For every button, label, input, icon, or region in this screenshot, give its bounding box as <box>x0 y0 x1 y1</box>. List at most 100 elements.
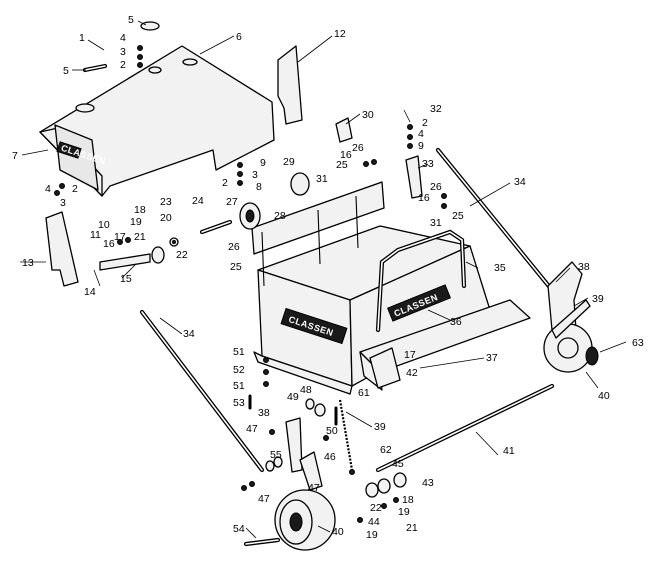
callout-5: 5 <box>128 14 134 26</box>
callout-4: 4 <box>45 183 51 195</box>
callout-26: 26 <box>352 142 364 154</box>
callout-4: 4 <box>418 128 424 140</box>
callout-2: 2 <box>120 59 126 71</box>
callout-3: 3 <box>120 46 126 58</box>
callout-15: 15 <box>120 273 132 285</box>
callout-13: 13 <box>22 257 34 269</box>
callout-45: 45 <box>392 458 404 470</box>
callout-8: 8 <box>256 181 262 193</box>
callout-19: 19 <box>130 216 142 228</box>
callout-36: 36 <box>450 316 462 328</box>
callout-9: 9 <box>260 157 266 169</box>
callout-2: 2 <box>222 177 228 189</box>
right-wheel-assembly <box>543 261 599 373</box>
axle-41 <box>375 383 555 473</box>
callout-2: 2 <box>72 183 78 195</box>
callout-20: 20 <box>160 212 172 224</box>
callout-19: 19 <box>366 529 378 541</box>
callout-39: 39 <box>374 421 386 433</box>
bracket-33 <box>405 155 423 199</box>
callout-38: 38 <box>578 261 590 273</box>
callout-26: 26 <box>228 241 240 253</box>
callout-16: 16 <box>103 238 115 250</box>
callout-23: 23 <box>160 196 172 208</box>
callout-4: 4 <box>120 32 126 44</box>
callout-6: 6 <box>236 31 242 43</box>
callout-18: 18 <box>402 494 414 506</box>
callout-40: 40 <box>598 390 610 402</box>
callout-38: 38 <box>258 407 270 419</box>
callout-22: 22 <box>370 502 382 514</box>
callout-33: 33 <box>422 158 434 170</box>
callout-34: 34 <box>514 176 526 188</box>
rear-bracket-plate <box>277 45 303 125</box>
side-bracket <box>45 211 79 287</box>
top-left-hardware <box>54 21 160 196</box>
callout-51: 51 <box>233 380 245 392</box>
callout-28: 28 <box>274 210 286 222</box>
pulley-assembly <box>199 117 353 235</box>
callout-47: 47 <box>308 482 320 494</box>
callout-12: 12 <box>334 28 346 40</box>
callout-37: 37 <box>486 352 498 364</box>
callout-19: 19 <box>398 506 410 518</box>
fasteners <box>117 124 447 523</box>
callout-47: 47 <box>258 493 270 505</box>
callout-46: 46 <box>324 451 336 463</box>
callout-30: 30 <box>362 109 374 121</box>
callout-9: 9 <box>418 140 424 152</box>
callout-3: 3 <box>252 169 258 181</box>
callout-10: 10 <box>98 219 110 231</box>
callout-24: 24 <box>192 195 204 207</box>
callout-34: 34 <box>183 328 195 340</box>
callout-5: 5 <box>63 65 69 77</box>
callout-48: 48 <box>300 384 312 396</box>
bracket-46 <box>299 451 323 491</box>
front-wheel <box>243 489 336 551</box>
callout-52: 52 <box>233 364 245 376</box>
callout-63: 63 <box>632 337 644 349</box>
callout-29: 29 <box>283 156 295 168</box>
callout-1: 1 <box>79 32 85 44</box>
callout-11: 11 <box>90 229 101 241</box>
callout-25: 25 <box>336 159 348 171</box>
callout-62: 62 <box>380 444 392 456</box>
callout-21: 21 <box>406 522 418 534</box>
callout-54: 54 <box>233 523 245 535</box>
callout-31: 31 <box>316 173 328 185</box>
callout-26: 26 <box>430 181 442 193</box>
callout-21: 21 <box>134 231 146 243</box>
callout-22: 22 <box>176 249 188 261</box>
callout-16: 16 <box>340 149 352 161</box>
belt-guard-cover: CLASSEN <box>39 45 275 197</box>
callout-44: 44 <box>368 516 380 528</box>
spring-39 <box>338 399 354 471</box>
callout-17: 17 <box>114 231 126 243</box>
callout-49: 49 <box>287 391 299 403</box>
callout-39: 39 <box>592 293 604 305</box>
callout-3: 3 <box>60 197 66 209</box>
callout-18: 18 <box>134 204 146 216</box>
callout-47: 47 <box>246 423 258 435</box>
shaft-15 <box>99 253 151 271</box>
callout-43: 43 <box>422 477 434 489</box>
callout-2: 2 <box>422 117 428 129</box>
callout-31: 31 <box>430 217 442 229</box>
callout-50: 50 <box>326 425 338 437</box>
callout-61: 61 <box>358 387 370 399</box>
leader-lines <box>20 20 627 539</box>
callout-25: 25 <box>230 261 242 273</box>
callout-25: 25 <box>452 210 464 222</box>
callout-40: 40 <box>332 526 344 538</box>
callout-55: 55 <box>270 449 282 461</box>
callout-41: 41 <box>503 445 515 457</box>
lower-bracket-38 <box>285 417 303 473</box>
callout-27: 27 <box>226 196 238 208</box>
callout-14: 14 <box>84 286 96 298</box>
callout-16: 16 <box>418 192 430 204</box>
callout-32: 32 <box>430 103 442 115</box>
callout-17: 17 <box>404 349 416 361</box>
bracket-61-42 <box>369 347 401 389</box>
